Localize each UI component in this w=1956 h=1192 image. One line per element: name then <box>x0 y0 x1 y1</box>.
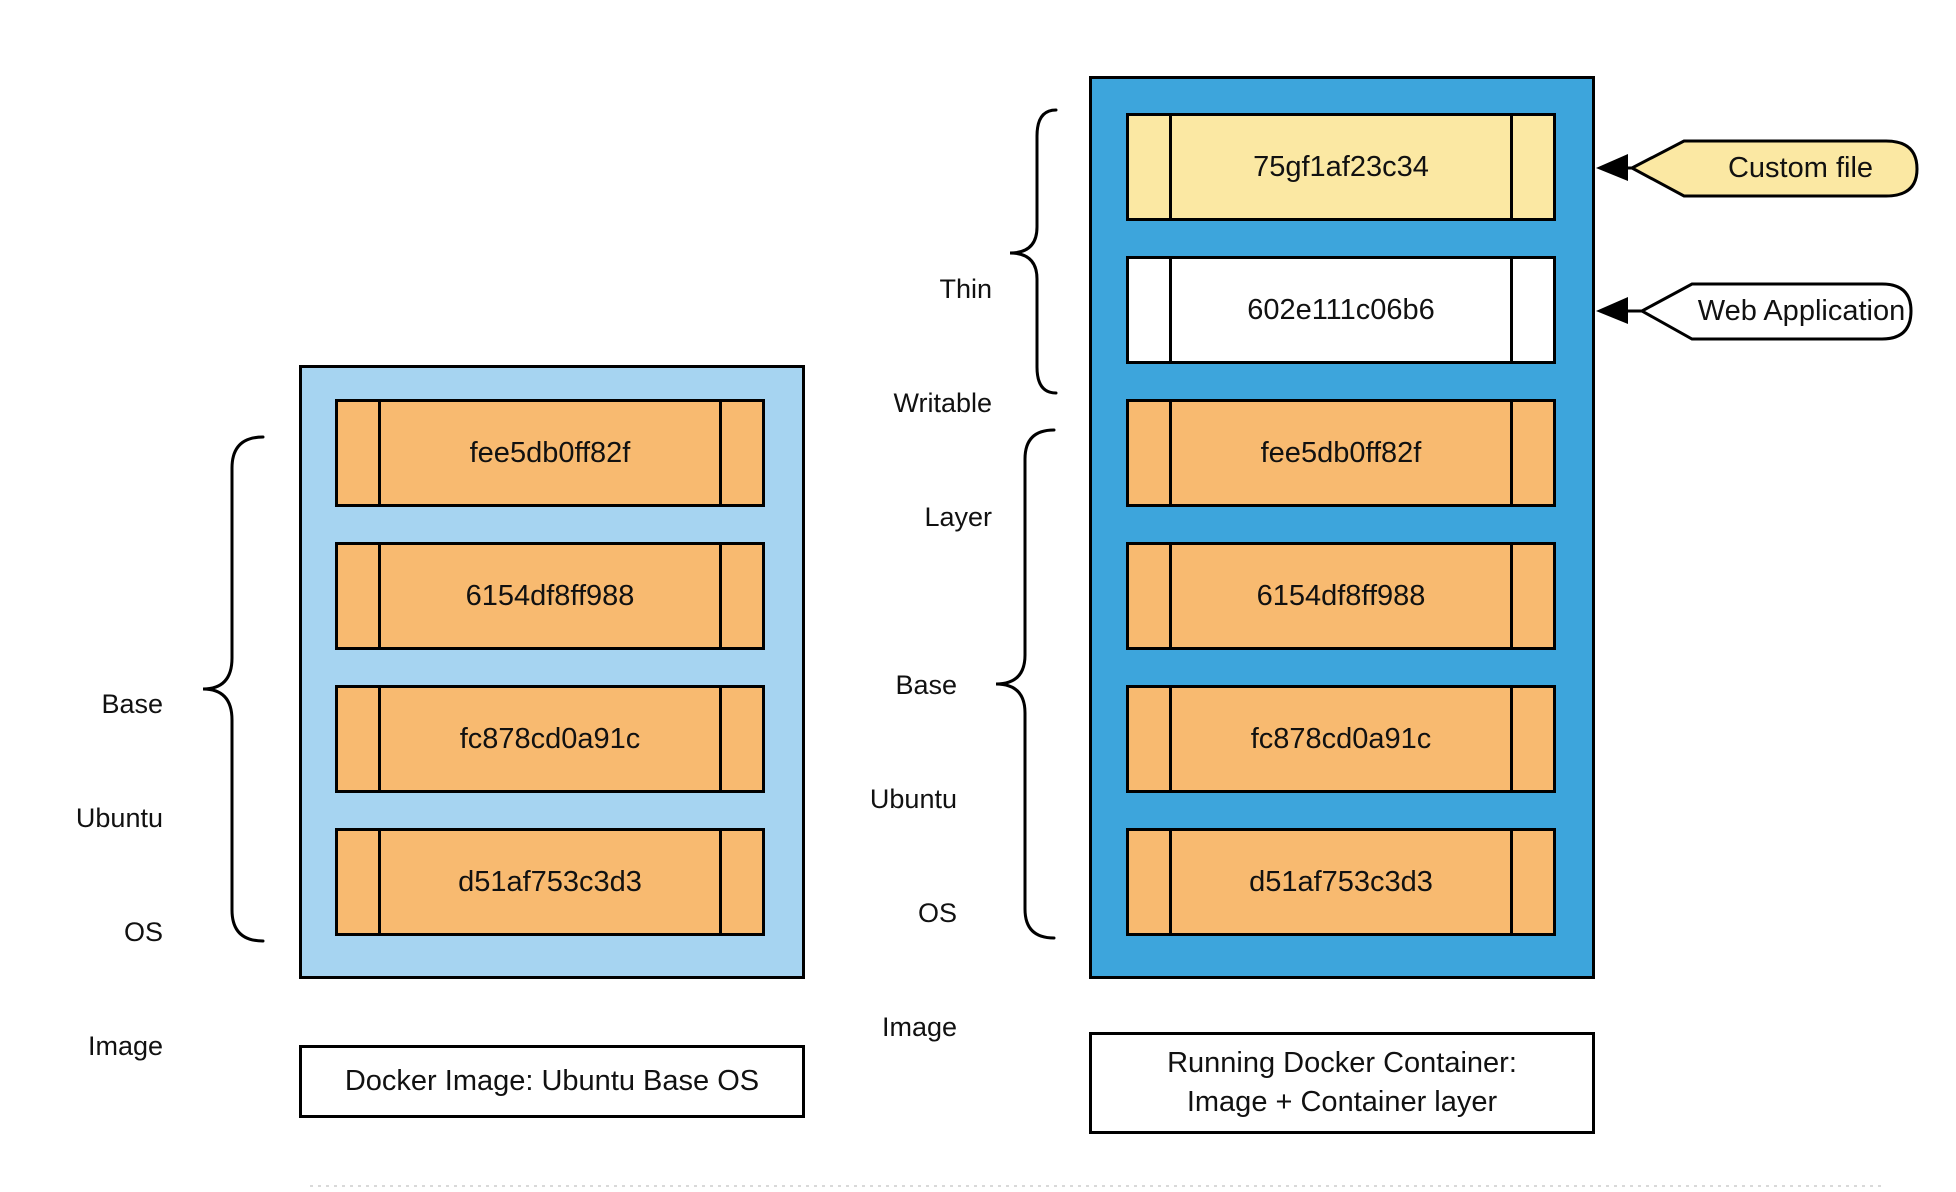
callout-text: Custom file <box>1727 152 1874 184</box>
brace-label-line: Writable <box>893 388 992 418</box>
layer-id: fc878cd0a91c <box>459 722 641 755</box>
image-layer: fc878cd0a91c <box>335 685 765 793</box>
brace-label-line: OS <box>917 898 957 928</box>
thin-writable-layer-label: Thin Writable Layer <box>792 194 992 612</box>
container-layer-web-application: 602e111c06b6 <box>1126 256 1556 364</box>
brace-label-line: Image <box>87 1031 163 1061</box>
docker-image-caption: Docker Image: Ubuntu Base OS <box>299 1045 805 1118</box>
image-layer: 6154df8ff988 <box>1126 542 1556 650</box>
thin-writable-brace <box>1009 108 1058 395</box>
brace-label-line: Layer <box>924 502 992 532</box>
image-layer: d51af753c3d3 <box>335 828 765 936</box>
layer-id: 6154df8ff988 <box>1256 579 1426 612</box>
image-layer: fc878cd0a91c <box>1126 685 1556 793</box>
right-brace-label: Base Ubuntu OS Image <box>757 590 957 1122</box>
brace-label-line: Thin <box>939 274 992 304</box>
layer-id: 6154df8ff988 <box>465 579 635 612</box>
left-brace-label: Base Ubuntu OS Image <box>23 609 163 1141</box>
custom-file-arrowhead <box>1596 154 1628 181</box>
container-layer-custom-file: 75gf1af23c34 <box>1126 113 1556 221</box>
right-base-brace <box>995 428 1056 940</box>
layer-id: 75gf1af23c34 <box>1253 150 1429 183</box>
layer-id: d51af753c3d3 <box>458 865 642 898</box>
image-layer: d51af753c3d3 <box>1126 828 1556 936</box>
layer-id: fee5db0ff82f <box>1260 436 1422 469</box>
layer-id: d51af753c3d3 <box>1249 865 1433 898</box>
image-layer: 6154df8ff988 <box>335 542 765 650</box>
layer-id: fee5db0ff82f <box>469 436 631 469</box>
brace-label-line: Base <box>895 670 957 700</box>
callout-text: Web Application <box>1697 295 1906 327</box>
caption-text: Docker Image: Ubuntu Base OS <box>344 1065 760 1097</box>
brace-label-line: Image <box>881 1012 957 1042</box>
caption-text-line: Image + Container layer <box>1186 1086 1498 1118</box>
image-layer: fee5db0ff82f <box>1126 399 1556 507</box>
web-application-arrowhead <box>1596 297 1628 324</box>
layer-id: 602e111c06b6 <box>1247 293 1435 326</box>
image-layer: fee5db0ff82f <box>335 399 765 507</box>
web-application-callout: Web Application <box>1692 284 1911 339</box>
docker-container-caption: Running Docker Container: Image + Contai… <box>1089 1032 1595 1134</box>
brace-label-line: Base <box>101 689 163 719</box>
brace-label-line: OS <box>123 917 163 947</box>
left-base-brace <box>202 435 265 943</box>
custom-file-callout: Custom file <box>1684 141 1917 196</box>
caption-text-line: Running Docker Container: <box>1167 1047 1517 1079</box>
layer-id: fc878cd0a91c <box>1250 722 1432 755</box>
brace-label-line: Ubuntu <box>75 803 163 833</box>
brace-label-line: Ubuntu <box>869 784 957 814</box>
